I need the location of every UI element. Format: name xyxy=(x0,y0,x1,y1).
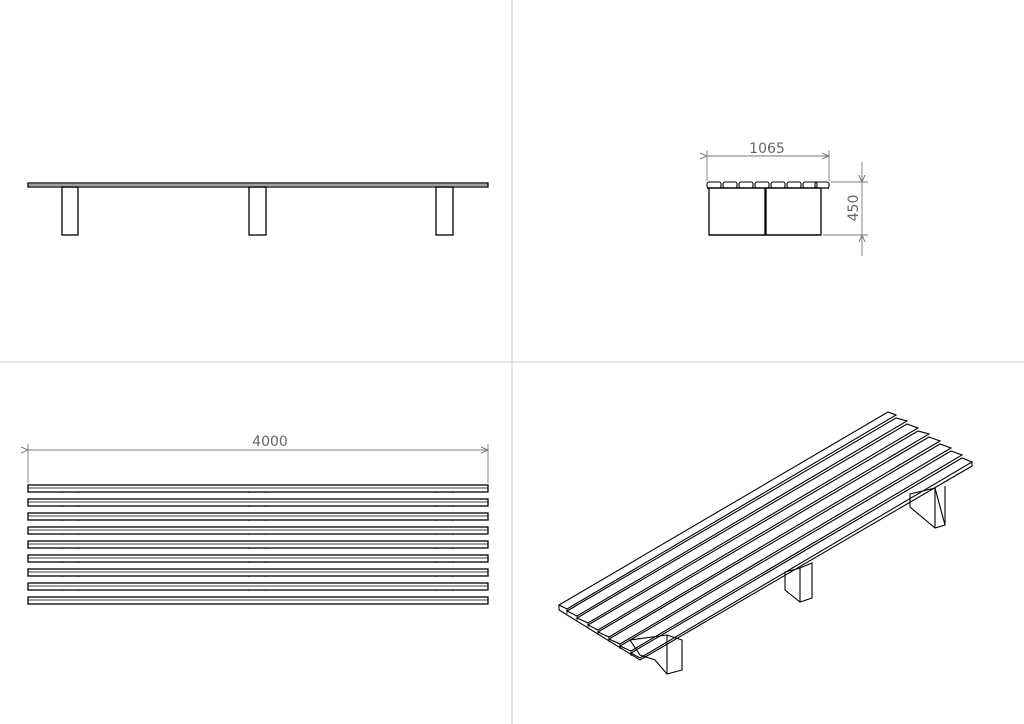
side-leg-panel-left xyxy=(708,187,766,236)
side-view: 1065 450 xyxy=(707,141,868,256)
height-dimension: 450 xyxy=(823,162,868,256)
top-hidden-legs xyxy=(61,492,454,604)
isometric-view xyxy=(557,411,974,675)
length-dimension-label: 4000 xyxy=(252,434,288,450)
length-dimension: 4000 xyxy=(28,434,488,483)
side-leg-panel-right xyxy=(765,187,822,236)
width-dimension-label: 1065 xyxy=(749,141,785,157)
width-dimension: 1065 xyxy=(707,141,829,181)
top-slats xyxy=(27,484,489,605)
iso-leg-middle xyxy=(784,562,813,603)
front-leg-right xyxy=(435,186,454,236)
top-view: 4000 xyxy=(27,434,489,605)
side-slats xyxy=(706,181,830,189)
iso-seat-slats xyxy=(557,411,974,661)
front-leg-middle xyxy=(248,186,267,236)
front-leg-left xyxy=(61,186,79,236)
front-view xyxy=(27,182,489,236)
height-dimension-label: 450 xyxy=(846,195,862,222)
iso-leg-back xyxy=(909,486,946,529)
iso-leg-front xyxy=(629,634,683,675)
